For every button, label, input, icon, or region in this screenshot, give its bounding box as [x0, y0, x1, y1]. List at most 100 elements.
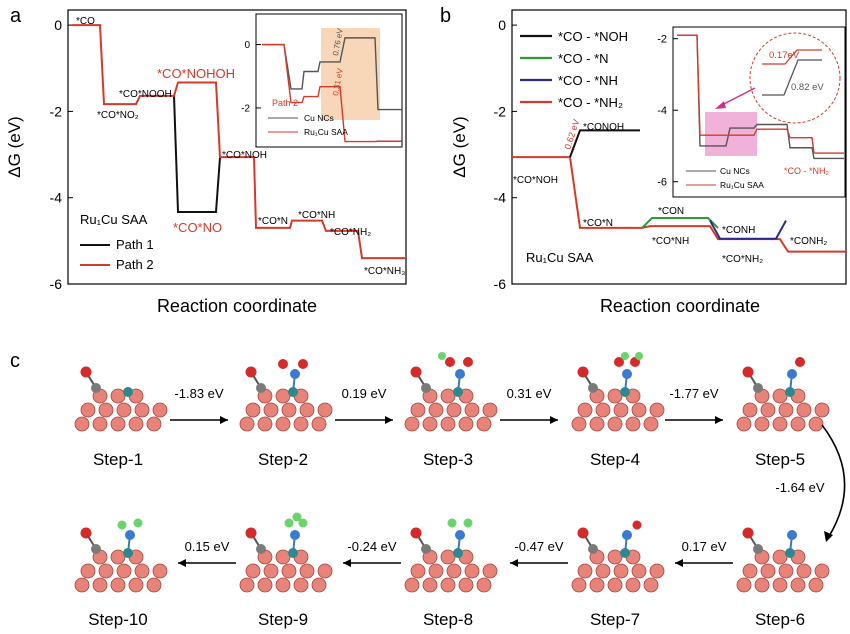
step-arrowhead [715, 416, 723, 424]
cu-atom [92, 416, 108, 432]
cu-atom [589, 577, 605, 593]
panel-a-inset-y-tick-label: -2 [241, 103, 250, 114]
step-label: Step-9 [258, 610, 308, 629]
cu-atom [257, 416, 273, 432]
cu-atom [790, 577, 806, 593]
step-arrowhead [385, 416, 393, 424]
cu-atom [571, 416, 587, 432]
panel-a-y-tick-label: 0 [54, 17, 62, 33]
step-structure [404, 518, 498, 593]
cu-atom [299, 402, 315, 418]
carbon-atom [256, 383, 266, 393]
panel-b-inset-y-tick-label: -6 [657, 177, 667, 189]
step-energy: -0.24 eV [347, 539, 396, 554]
cu-atom [643, 416, 659, 432]
cu-atom [790, 416, 806, 432]
cu-atom [410, 563, 426, 579]
panel-a-step-label: *CO*N [258, 216, 288, 227]
step-arrowhead [675, 559, 683, 567]
step-label: Step-3 [423, 450, 473, 469]
panel-b-step-label: *CO*NOH [513, 175, 558, 186]
cu-atom [98, 402, 114, 418]
panel-a-xlabel: Reaction coordinate [157, 296, 317, 316]
panel-a-step-label: *CO*NO₂ [97, 110, 139, 121]
nitrogen-atom [622, 530, 632, 540]
cu-atom [464, 563, 480, 579]
cu-atom [589, 416, 605, 432]
cu-atom [80, 563, 96, 579]
nitrogen-atom [455, 530, 465, 540]
cu-atom [476, 577, 492, 593]
cu-atom [428, 402, 444, 418]
nitrogen-atom [290, 530, 300, 540]
panel-a-step-label: *CO*NOOH [119, 89, 172, 100]
panel-b-inset-annotation-1: 0.17eV [769, 50, 800, 61]
adsorbate-atom [447, 518, 457, 528]
oxygen-atom [577, 366, 589, 378]
panel-b-inset-curve-label: *CO - *NH₂ [784, 166, 830, 176]
carbon-atom [588, 383, 598, 393]
oxygen-atom [410, 527, 422, 539]
panel-a-step-label: *CO*NO [173, 220, 222, 235]
cu-atom [464, 402, 480, 418]
cu-atom [146, 416, 162, 432]
cu-atom [263, 402, 279, 418]
cu-atom [607, 577, 623, 593]
panel-b-step-label: *CONH₂ [790, 236, 827, 247]
step-label: Step-10 [88, 610, 148, 629]
panel-b-y-tick-label: 0 [498, 17, 506, 33]
panel-b-y-tick-label: -2 [494, 103, 507, 119]
cu-atom [245, 563, 261, 579]
cu-atom [808, 416, 824, 432]
cu-atom [311, 577, 327, 593]
oxygen-atom [410, 366, 422, 378]
panel-b-y-tick-label: -4 [494, 190, 507, 206]
cu-atom [404, 577, 420, 593]
cu-atom [649, 402, 665, 418]
step-arrowhead [178, 559, 186, 567]
panel-b-y-tick-label: -6 [494, 276, 507, 292]
cu-atom [116, 563, 132, 579]
adsorbate-atom [117, 520, 127, 530]
panel-b-series-nh [709, 220, 787, 240]
cu-atom [440, 577, 456, 593]
adsorbate-atom [795, 357, 805, 367]
oxygen-atom [245, 366, 257, 378]
panel-b-zoom-arrow [719, 87, 756, 107]
cu-atom [152, 563, 168, 579]
cu-atom [410, 402, 426, 418]
adsorbate-atom [463, 357, 473, 367]
cu-atom [299, 563, 315, 579]
panel-a-y-tick-label: -2 [50, 103, 63, 119]
cu-atom [625, 577, 641, 593]
cu-atom [116, 402, 132, 418]
step-arrowhead [550, 416, 558, 424]
cu-atom [275, 577, 291, 593]
cu-atom [239, 577, 255, 593]
cu-atom [110, 577, 126, 593]
cu-atom [134, 402, 150, 418]
cu-atom [796, 402, 812, 418]
carbon-atom [256, 544, 266, 554]
panel-b-step-labels: *CONOH*CO*NOH*CO*N*CON*CO*NH*CONH*CO*NH₂… [513, 122, 827, 265]
cu-atom [736, 416, 752, 432]
cu-atom [317, 563, 333, 579]
step-label: Step-6 [755, 610, 805, 629]
cu-atom [275, 549, 291, 565]
adsorbate-atom [278, 359, 288, 369]
step-arrowhead [220, 416, 228, 424]
panel-b-frame [511, 9, 847, 285]
carbon-atom [91, 544, 101, 554]
cu-atom [281, 402, 297, 418]
cu-atom [607, 416, 623, 432]
panel-b-lines [512, 129, 846, 253]
nitrogen-atom [290, 369, 300, 379]
panel-a-inset-legend-cu: Cu NCs [304, 113, 334, 123]
panel-b-step-label: *CON [658, 206, 684, 217]
panel-a-y-ticks: 0-2-4-6 [50, 17, 73, 292]
panel-a-series-path2 [72, 24, 406, 260]
panel-b-inset-y-tick-label: -4 [657, 105, 667, 117]
carbon-atom [753, 383, 763, 393]
ru-atom [123, 387, 133, 397]
panel-b-ylabel: ΔG (eV) [450, 116, 469, 177]
